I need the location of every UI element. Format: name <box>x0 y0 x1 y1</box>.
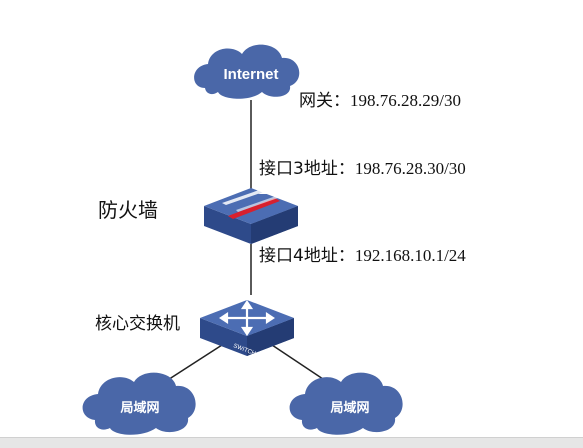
lan-left-label: 局域网 <box>120 400 159 416</box>
iface4-prefix: 接口4地址： <box>259 246 355 266</box>
firewall-label: 防火墙 <box>98 198 158 222</box>
iface3-prefix: 接口3地址： <box>259 159 355 179</box>
internet-cloud-icon: Internet <box>194 44 300 99</box>
lan-right-cloud-icon: 局域网 <box>289 372 403 435</box>
iface4-value: 192.168.10.1/24 <box>354 246 466 265</box>
iface4-annotation: 接口4地址：192.168.10.1/24 <box>259 247 466 265</box>
switch-icon: SWITCH <box>200 300 294 357</box>
internet-label: Internet <box>223 66 278 83</box>
gateway-value: 198.76.28.29/30 <box>350 91 461 110</box>
firewall-icon <box>204 188 298 244</box>
iface3-value: 198.76.28.30/30 <box>354 159 466 178</box>
lan-right-label: 局域网 <box>330 400 369 416</box>
core-switch-label: 核心交换机 <box>95 314 180 334</box>
lan-left-cloud-icon: 局域网 <box>82 372 196 435</box>
gateway-prefix: 网关： <box>299 91 350 111</box>
bottom-bar <box>0 437 583 448</box>
gateway-annotation: 网关：198.76.28.29/30 <box>299 92 461 110</box>
iface3-annotation: 接口3地址：198.76.28.30/30 <box>259 160 466 178</box>
